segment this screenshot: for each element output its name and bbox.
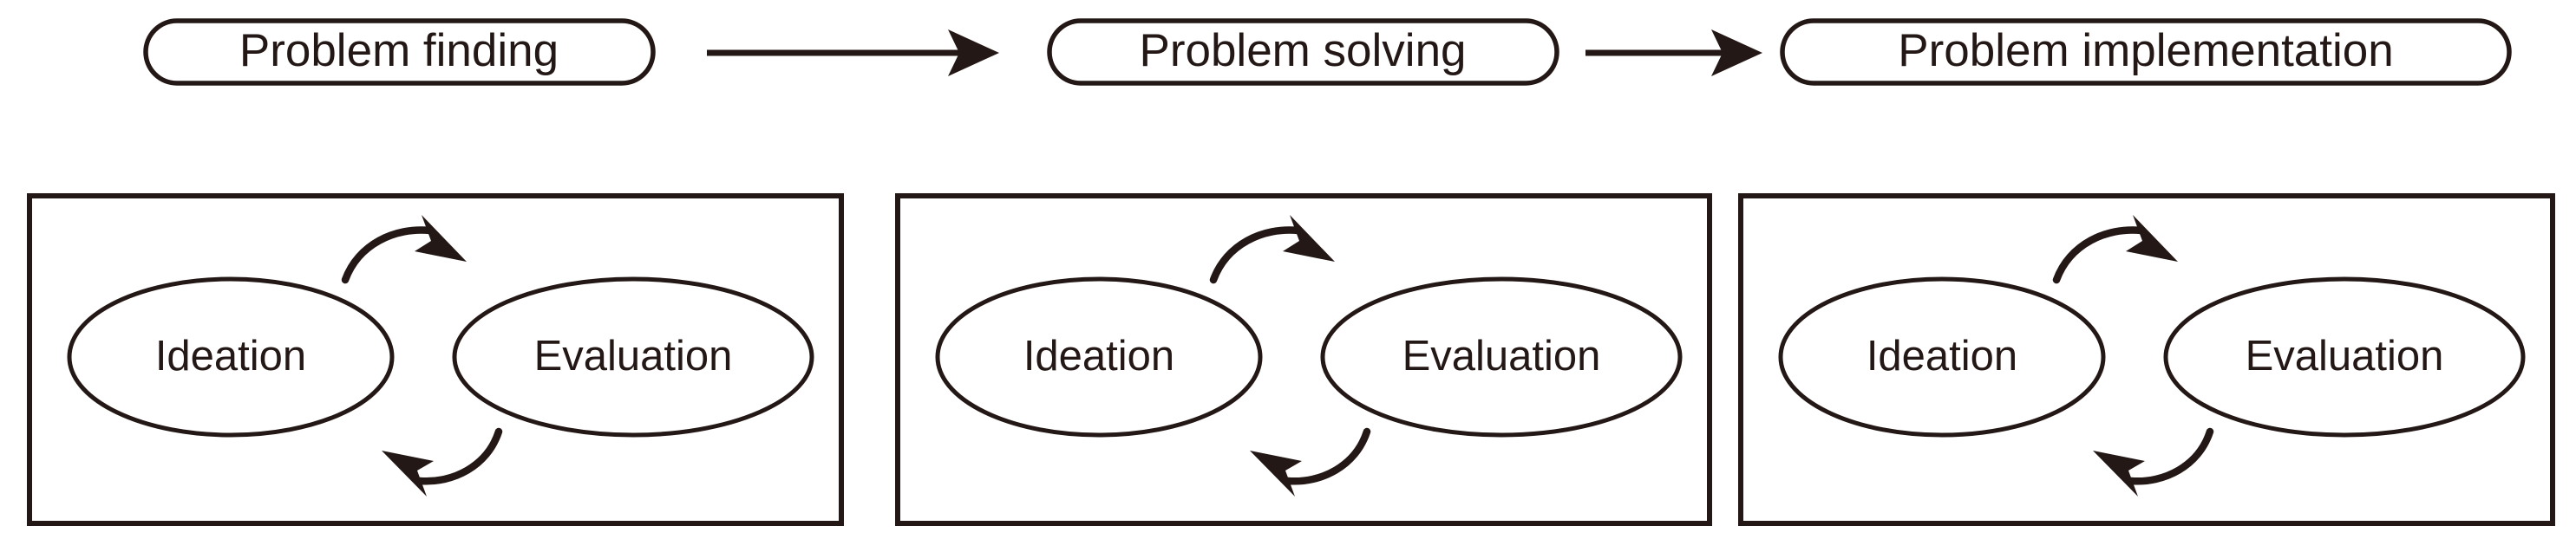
cycle-arrow-forward-head (415, 215, 467, 262)
panel-problem-solving: Ideation Evaluation (895, 193, 1712, 526)
node-ellipse-ideation[interactable] (1778, 276, 2106, 438)
phase-row: Problem finding Problem solving Problem … (143, 18, 2512, 86)
node-label-evaluation: Evaluation (534, 333, 733, 380)
node-label-ideation: Ideation (1023, 333, 1174, 380)
flow-arrow-head (1711, 29, 1762, 76)
cycle-arrow-backward-icon (1250, 427, 1371, 497)
phase-label: Problem finding (239, 25, 559, 76)
node-ellipse-evaluation[interactable] (1320, 276, 1683, 438)
cycle-arrow-backward-head (382, 451, 434, 497)
phase-box-problem-finding[interactable]: Problem finding (143, 18, 656, 86)
node-ellipse-evaluation[interactable] (2163, 276, 2526, 438)
cycle-arrow-backward-head (2093, 451, 2145, 497)
cycle-arrow-backward-icon (382, 427, 503, 497)
node-ellipse-evaluation[interactable] (452, 276, 814, 438)
node-label-ideation: Ideation (1867, 333, 2017, 380)
phase-box-shape (1780, 18, 2512, 86)
phase-box-problem-implementation[interactable]: Problem implementation (1780, 18, 2512, 86)
cycle-arrow-forward-head (1283, 215, 1335, 262)
cycle-arrow-forward-icon (1209, 215, 1335, 284)
cycle-arrow-forward-icon (341, 215, 467, 284)
cycle-arrow-forward-curve (2052, 226, 2146, 284)
cycle-arrow-backward-icon (2093, 427, 2214, 497)
cycle-arrow-backward-curve (415, 427, 503, 485)
phase-label: Problem solving (1139, 25, 1466, 76)
cycle-arrow-backward-curve (1284, 427, 1371, 485)
panel-problem-implementation: Ideation Evaluation (1738, 193, 2555, 526)
node-ellipse-ideation[interactable] (935, 276, 1263, 438)
node-label-evaluation: Evaluation (1402, 333, 1601, 380)
phase-box-problem-solving[interactable]: Problem solving (1047, 18, 1559, 86)
phase-box-shape (1047, 18, 1559, 86)
cycle-arrow-forward-curve (341, 226, 435, 284)
flow-arrow-finding-to-solving-icon (707, 29, 999, 76)
flow-arrow-head (948, 29, 999, 76)
node-ellipse-ideation[interactable] (67, 276, 395, 438)
panel-problem-finding: Ideation Evaluation (27, 193, 844, 526)
cycle-arrow-backward-head (1250, 451, 1302, 497)
flow-arrow-solving-to-implementation-icon (1585, 29, 1762, 76)
node-label-evaluation: Evaluation (2246, 333, 2444, 380)
cycle-arrow-forward-head (2126, 215, 2178, 262)
phase-label: Problem implementation (1898, 25, 2393, 76)
cycle-arrow-forward-curve (1209, 226, 1303, 284)
cycle-arrow-backward-curve (2127, 427, 2214, 485)
phase-box-shape (143, 18, 656, 86)
node-label-ideation: Ideation (155, 333, 306, 380)
cycle-arrow-forward-icon (2052, 215, 2178, 284)
